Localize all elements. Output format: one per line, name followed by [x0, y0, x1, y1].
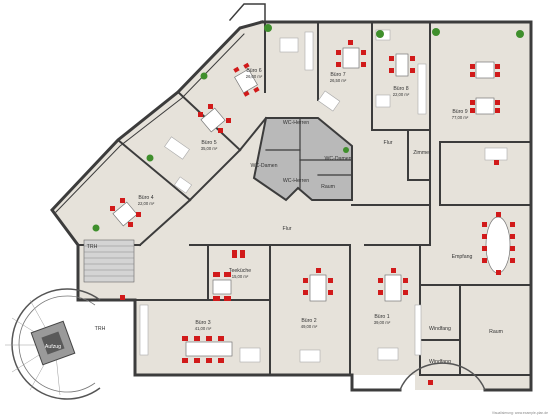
- room-name-teekueche: Teeküche: [229, 268, 251, 274]
- label-raum-small: Raum: [321, 184, 335, 190]
- label-trh-upper: TRH: [87, 244, 98, 250]
- room-area-buero8: 22,00 m²: [393, 92, 410, 97]
- room-name-buero1: Büro 1: [374, 314, 389, 320]
- label-aufzug: Aufzug: [45, 344, 61, 350]
- label-wc-herren-top: WC-Herren: [283, 120, 309, 126]
- staircase-upper: [83, 239, 135, 283]
- label-trh-lower: TRH: [95, 326, 106, 332]
- space-labels: WC-Herren WC-Damen WC-Damen WC-Herren Ra…: [45, 120, 503, 365]
- label-zimmer: Zimmer: [413, 150, 431, 156]
- room-area-teekueche: 15,00 m²: [232, 274, 249, 279]
- label-raum-right: Raum: [489, 329, 503, 335]
- label-windfang-lower: Windfang: [429, 359, 451, 365]
- room-name-buero8: Büro 8: [393, 86, 408, 92]
- room-name-buero7: Büro 7: [330, 72, 345, 78]
- room-labels: Büro 6 26,00 m² Büro 7 26,50 m² Büro 8 2…: [138, 68, 469, 331]
- room-area-buero3: 41,00 m²: [195, 326, 212, 331]
- room-area-buero7: 26,50 m²: [330, 78, 347, 83]
- label-flur-upper: Flur: [384, 140, 393, 146]
- room-name-buero3: Büro 3: [195, 320, 210, 326]
- entrance-door-arc: [399, 362, 486, 391]
- label-windfang-upper: Windfang: [429, 326, 451, 332]
- room-name-buero2: Büro 2: [301, 318, 316, 324]
- walls: [50, 3, 533, 392]
- desks: [139, 29, 508, 363]
- chairs: [110, 40, 515, 385]
- tables: [112, 47, 511, 357]
- label-empfang: Empfang: [452, 254, 473, 260]
- label-wc-herren-bottom: WC-Herren: [283, 178, 309, 184]
- room-area-buero4: 22,00 m²: [138, 201, 155, 206]
- label-wc-damen-left: WC-Damen: [250, 163, 277, 169]
- room-area-buero9: 77,00 m²: [452, 115, 469, 120]
- room-name-buero5: Büro 5: [201, 140, 216, 146]
- label-flur-main: Flur: [283, 226, 292, 232]
- plants: [92, 24, 524, 232]
- room-area-buero5: 35,00 m²: [201, 146, 218, 151]
- room-area-buero2: 49,00 m²: [301, 324, 318, 329]
- room-area-buero6: 26,00 m²: [246, 74, 263, 79]
- room-name-buero4: Büro 4: [138, 195, 153, 201]
- room-area-buero1: 39,00 m²: [374, 320, 391, 325]
- footer-credit: Visualisierung: www.example-plan.de: [492, 411, 548, 415]
- spiral-staircase: [5, 288, 101, 400]
- floor-area: [52, 22, 531, 390]
- room-name-buero6: Büro 6: [246, 68, 261, 74]
- label-wc-damen-right: WC-Damen: [324, 156, 351, 162]
- room-name-buero9: Büro 9: [452, 109, 467, 115]
